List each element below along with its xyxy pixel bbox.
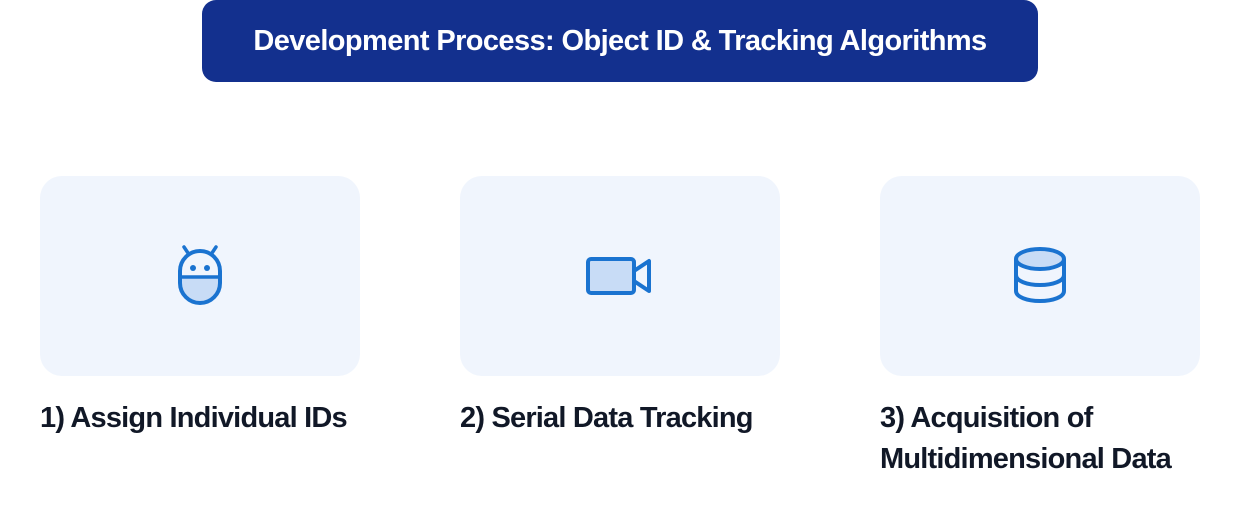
step-assign-ids: 1) Assign Individual IDs <box>40 176 360 439</box>
page-title: Development Process: Object ID & Trackin… <box>253 24 987 57</box>
title-banner: Development Process: Object ID & Trackin… <box>202 0 1038 82</box>
step-label: 3) Acquisition of Multidimensional Data <box>880 402 1172 475</box>
step-serial-tracking: 2) Serial Data Tracking <box>460 176 780 439</box>
step-card <box>880 176 1200 376</box>
step-label: 1) Assign Individual IDs <box>40 402 348 434</box>
robot-icon <box>178 245 222 305</box>
step-multidimensional-data: 3) Acquisition of Multidimensional Data <box>880 176 1200 480</box>
database-icon <box>1014 247 1066 304</box>
step-label: 2) Serial Data Tracking <box>460 402 753 434</box>
step-card <box>40 176 360 376</box>
video-camera-icon <box>586 257 651 295</box>
step-card <box>460 176 780 376</box>
